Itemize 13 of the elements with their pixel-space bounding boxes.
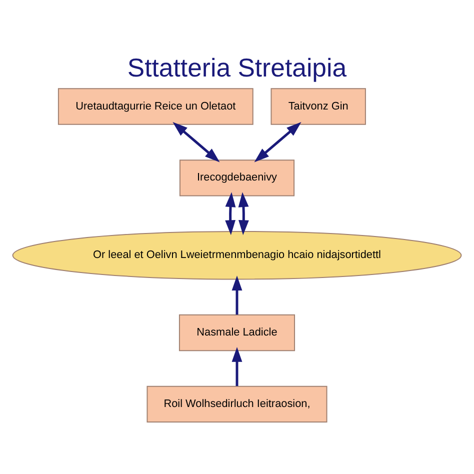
diagram-title: Sttatteria Stretaipia (127, 54, 347, 83)
arrow (232, 276, 242, 315)
node-box: Roil Wolhsedirluch Ieitraosion, (146, 386, 328, 423)
node-box: Taitvonz Gin (270, 88, 366, 125)
node-box: Irecogdebaenivy (179, 160, 295, 196)
arrow (232, 346, 242, 386)
arrow (172, 122, 220, 162)
arrow (238, 192, 249, 236)
node-box: Nasmale Ladicle (178, 314, 296, 352)
arrow (225, 192, 236, 236)
node-ellipse: Or leeal et Oelivn Lweietrmenmbenagio hcaio nidajsortidettl (12, 230, 462, 280)
arrow (254, 122, 302, 162)
node-box: Uretaudtagurrie Reice un Oletaot (58, 88, 254, 125)
